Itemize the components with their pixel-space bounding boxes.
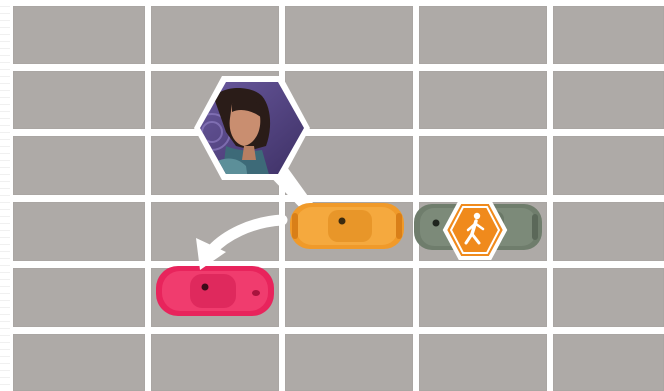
character-token[interactable] — [194, 76, 310, 180]
orange-car[interactable] — [290, 203, 404, 249]
curved-arrow-icon — [196, 220, 282, 270]
pink-car[interactable] — [156, 266, 274, 316]
pedestrian-token[interactable] — [445, 202, 505, 258]
